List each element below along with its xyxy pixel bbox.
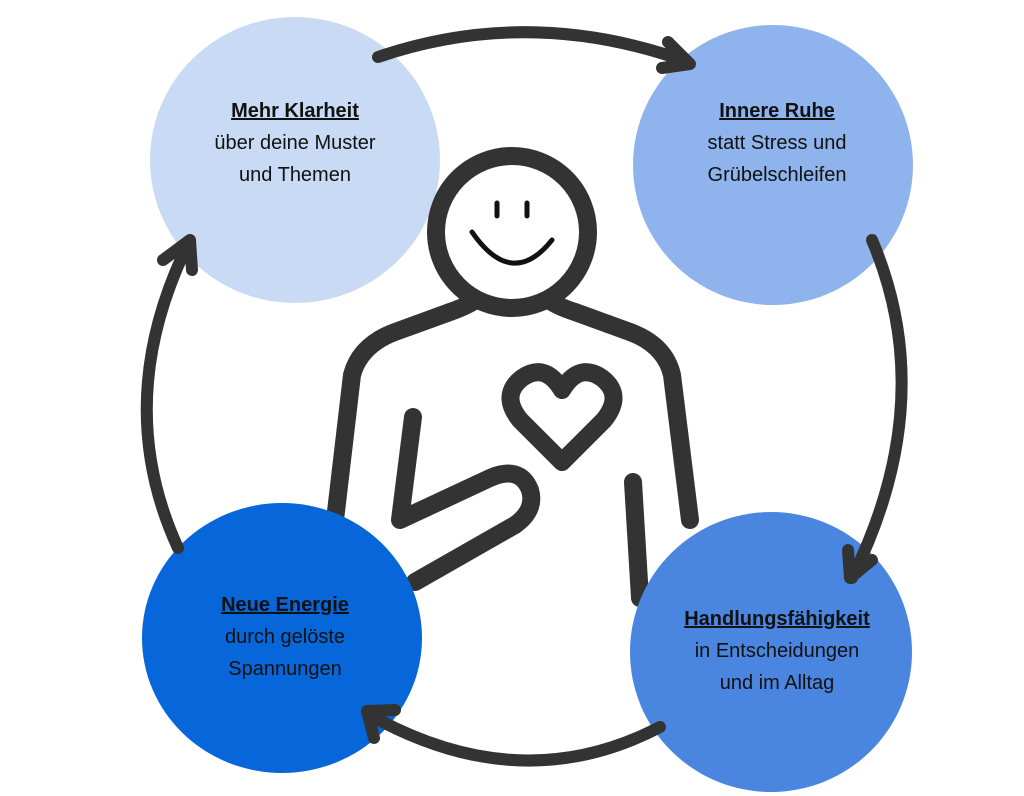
person-right-arm: [624, 473, 649, 607]
bubble-clarity: Mehr Klarheit über deine Muster und Them…: [155, 95, 435, 191]
bubble-calm-shape: [633, 25, 913, 305]
bubble-line: in Entscheidungen: [694, 640, 860, 662]
arrow-energy-to-clarity: [140, 234, 198, 554]
bubble-title: Innere Ruhe: [719, 100, 835, 122]
bubble-title: Neue Energie: [221, 594, 349, 616]
bubble-energy-shape: [142, 503, 422, 773]
bubble-agency: Handlungsfähigkeit in Entscheidungen und…: [637, 603, 917, 699]
person-head: [427, 147, 597, 317]
bubble-calm: Innere Ruhe statt Stress und Grübelschle…: [637, 95, 917, 191]
person-left-arm: [391, 408, 541, 591]
bubble-energy: Neue Energie durch gelöste Spannungen: [145, 589, 425, 685]
cycle-arrows: [140, 26, 908, 767]
bubble-line: statt Stress und: [707, 132, 847, 154]
arrow-calm-to-agency: [842, 234, 908, 584]
smiley-face: [469, 200, 555, 266]
bubble-title: Mehr Klarheit: [231, 100, 359, 122]
smile: [469, 229, 555, 266]
bubble-agency-shape: [630, 512, 912, 792]
bubble-line: über deine Muster: [214, 132, 376, 154]
bubble-line: und im Alltag: [719, 672, 835, 694]
bubble-title: Handlungsfähigkeit: [684, 608, 870, 630]
bubble-line: Grübelschleifen: [707, 164, 847, 186]
bubble-clarity-shape: [150, 17, 440, 303]
bubble-line: Spannungen: [228, 658, 342, 680]
heart-icon: [501, 363, 623, 471]
bubble-line: durch gelöste: [224, 626, 346, 648]
arrow-clarity-to-calm: [372, 26, 696, 74]
arrow-agency-to-energy: [361, 704, 666, 767]
bubble-line: und Themen: [239, 164, 351, 186]
